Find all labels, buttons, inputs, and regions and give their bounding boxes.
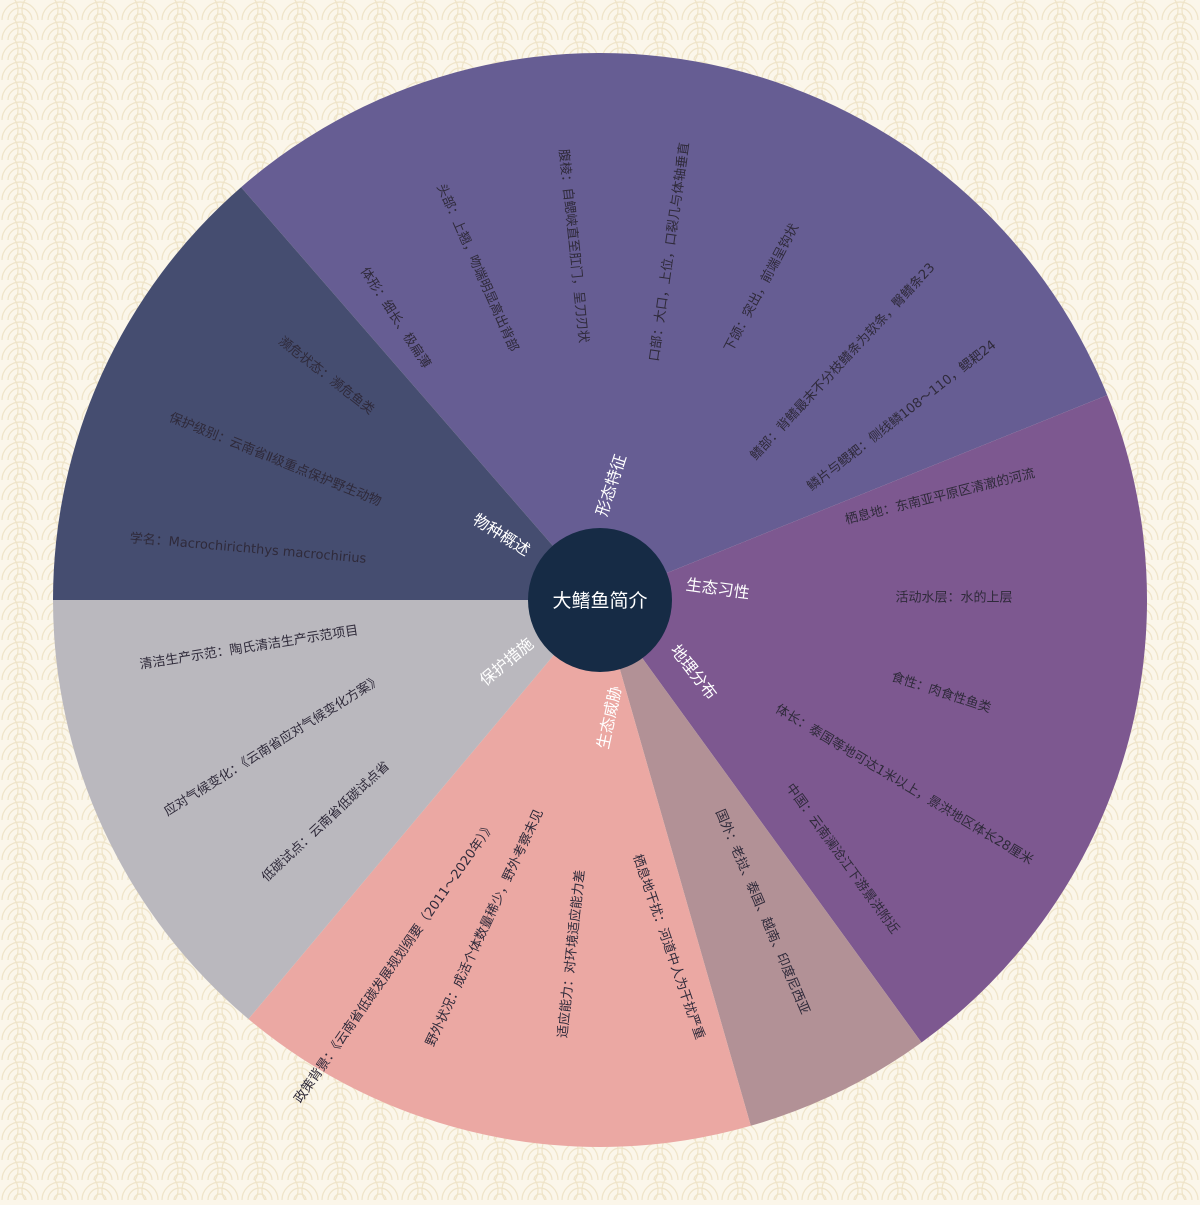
- branch-sector-threats[interactable]: [248, 600, 751, 1147]
- branch-sector-protection[interactable]: [53, 600, 600, 1019]
- center-node[interactable]: 大鳍鱼简介: [528, 528, 672, 672]
- branch-sector-distribution[interactable]: [600, 600, 922, 1126]
- center-node-label: 大鳍鱼简介: [552, 590, 647, 612]
- branch-sector-overview[interactable]: [53, 187, 600, 600]
- branch-sector-morphology[interactable]: [241, 52, 1108, 601]
- branch-sector-ecology[interactable]: [600, 395, 1148, 1043]
- center-node-circle: [528, 528, 672, 672]
- leaf-node-ecology-2[interactable]: 活动水层：水的上层: [895, 590, 1012, 606]
